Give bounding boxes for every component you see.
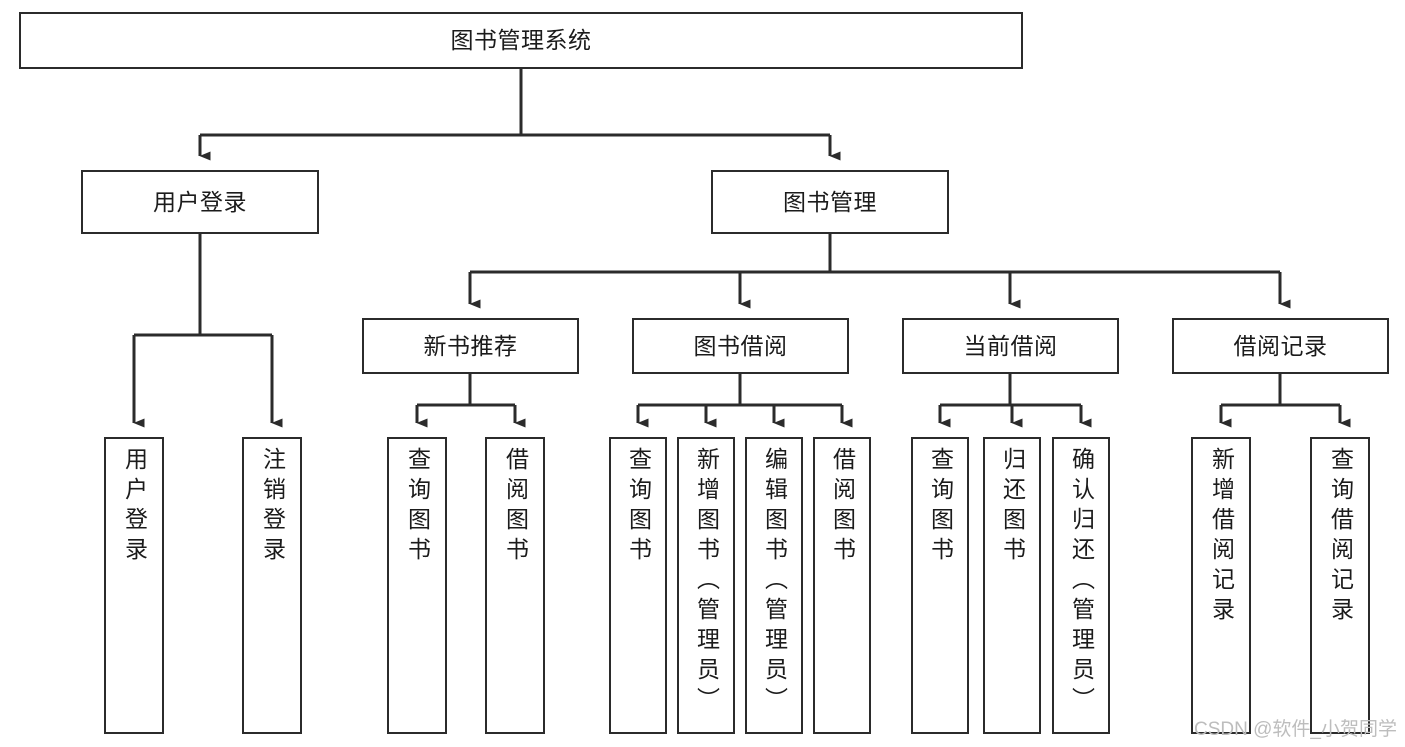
node-root[interactable]: 图书管理系统 <box>19 12 1023 69</box>
node-leaf-add-borrow-record-label: 新增借阅记录 <box>1208 447 1235 627</box>
node-user-login-label: 用户登录 <box>153 188 247 215</box>
edge-group-book-manage <box>468 234 1291 309</box>
node-leaf-query-book-2[interactable]: 查询图书 <box>609 437 667 734</box>
node-leaf-query-book-1-label: 查询图书 <box>404 447 431 567</box>
node-leaf-query-book-3-label: 查询图书 <box>927 447 954 567</box>
node-new-book-recommend-label: 新书推荐 <box>423 332 518 359</box>
node-new-book-recommend[interactable]: 新书推荐 <box>362 318 579 374</box>
node-leaf-add-book[interactable]: 新增图书（管理员） <box>677 437 735 734</box>
node-leaf-query-book-3[interactable]: 查询图书 <box>911 437 969 734</box>
node-leaf-return-book[interactable]: 归还图书 <box>983 437 1041 734</box>
node-leaf-edit-book-label: 编辑图书（管理员） <box>761 447 788 717</box>
node-leaf-confirm-return-label: 确认归还（管理员） <box>1068 447 1095 717</box>
node-book-manage-label: 图书管理 <box>783 188 877 215</box>
edge-group-current-borrow <box>938 374 1092 428</box>
node-leaf-return-book-label: 归还图书 <box>999 447 1026 567</box>
node-leaf-borrow-book-1-label: 借阅图书 <box>502 447 529 567</box>
csdn-watermark: CSDN @软件_小贺同学 <box>1194 719 1397 740</box>
node-leaf-query-book-1[interactable]: 查询图书 <box>387 437 447 734</box>
node-leaf-user-login-label: 用户登录 <box>121 447 148 567</box>
node-root-label: 图书管理系统 <box>450 27 592 53</box>
node-leaf-query-borrow-record-label: 查询借阅记录 <box>1327 447 1354 627</box>
node-leaf-borrow-book-2-label: 借阅图书 <box>829 447 856 567</box>
node-borrow-record-label: 借阅记录 <box>1233 332 1328 359</box>
node-leaf-logout-login-label: 注销登录 <box>259 447 286 567</box>
node-leaf-confirm-return[interactable]: 确认归还（管理员） <box>1052 437 1110 734</box>
edge-group-new-book-recommend <box>415 374 526 428</box>
edge-group-user-login <box>132 234 283 428</box>
node-leaf-logout-login[interactable]: 注销登录 <box>242 437 302 734</box>
node-leaf-borrow-book-2[interactable]: 借阅图书 <box>813 437 871 734</box>
node-leaf-borrow-book-1[interactable]: 借阅图书 <box>485 437 545 734</box>
edge-group-root <box>198 69 841 161</box>
node-leaf-add-borrow-record[interactable]: 新增借阅记录 <box>1191 437 1251 734</box>
node-current-borrow[interactable]: 当前借阅 <box>902 318 1119 374</box>
node-book-borrow-label: 图书借阅 <box>693 332 788 359</box>
node-leaf-query-borrow-record[interactable]: 查询借阅记录 <box>1310 437 1370 734</box>
edge-group-book-borrow <box>636 374 853 428</box>
node-book-borrow[interactable]: 图书借阅 <box>632 318 849 374</box>
node-leaf-add-book-label: 新增图书（管理员） <box>693 447 720 717</box>
node-current-borrow-label: 当前借阅 <box>963 332 1058 359</box>
edge-group-borrow-record <box>1219 374 1351 428</box>
node-leaf-user-login[interactable]: 用户登录 <box>104 437 164 734</box>
node-user-login[interactable]: 用户登录 <box>81 170 319 234</box>
node-leaf-query-book-2-label: 查询图书 <box>625 447 652 567</box>
node-borrow-record[interactable]: 借阅记录 <box>1172 318 1389 374</box>
node-leaf-edit-book[interactable]: 编辑图书（管理员） <box>745 437 803 734</box>
node-book-manage[interactable]: 图书管理 <box>711 170 949 234</box>
